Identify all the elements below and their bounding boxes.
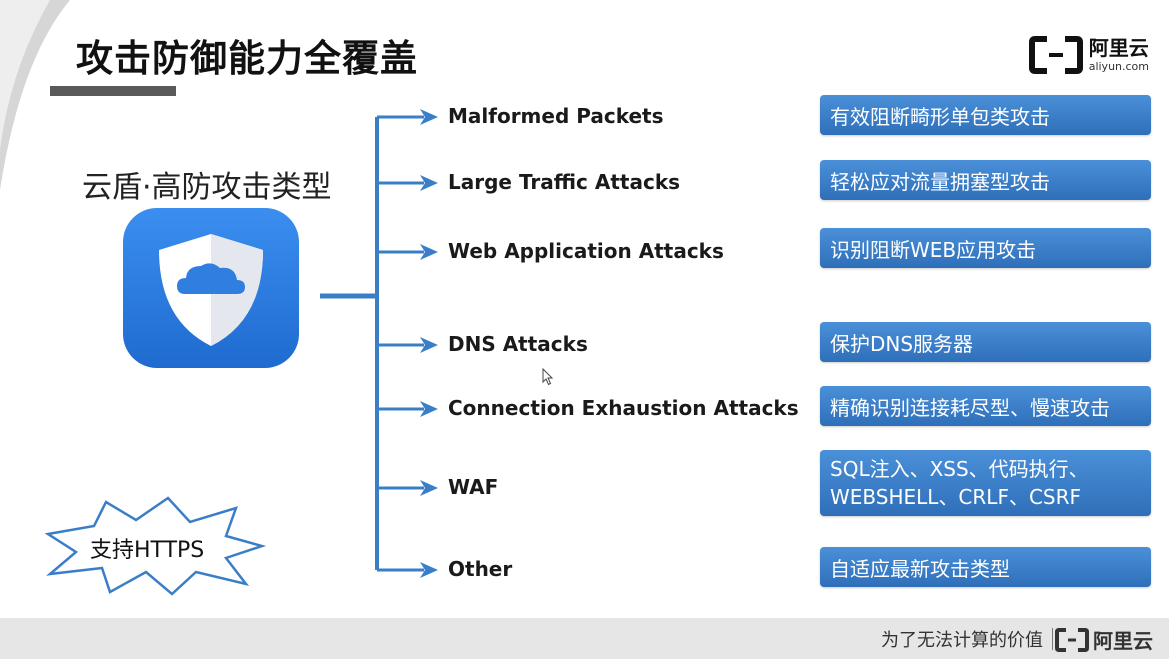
attack-type-label: Other [448,557,513,581]
defense-description-text: 精确识别连接耗尽型、慢速攻击 [830,395,1110,420]
attack-type-label: Web Application Attacks [448,239,724,263]
logo-text-cn: 阿里云 [1088,36,1149,60]
defense-description-box: 轻松应对流量拥塞型攻击 [820,160,1151,200]
attack-type-label: Malformed Packets [448,104,664,128]
aliyun-logo: 阿里云 aliyun.com [1028,36,1149,74]
logo-text-en: aliyun.com [1088,60,1149,73]
defense-description-box: 保护DNS服务器 [820,322,1151,362]
defense-description-text: 识别阻断WEB应用攻击 [830,237,1037,262]
defense-description-box: 有效阻断畸形单包类攻击 [820,95,1151,135]
attack-type-label: WAF [448,475,499,499]
cloud-shield-icon [123,208,299,368]
defense-description-box: 精确识别连接耗尽型、慢速攻击 [820,386,1151,426]
https-badge-label: 支持HTTPS [90,538,205,563]
defense-description-text: 保护DNS服务器 [830,331,974,356]
arrow-right-icon [420,175,438,191]
aliyun-logo-icon [1028,36,1083,74]
attack-type-label: Connection Exhaustion Attacks [448,396,799,420]
attack-type-label: Large Traffic Attacks [448,170,681,194]
footer-logo: 阿里云 [1055,625,1153,654]
defense-description-text: 有效阻断畸形单包类攻击 [830,104,1050,129]
arrow-right-icon [420,562,438,578]
attack-type-label: DNS Attacks [448,332,588,356]
starburst-badge [44,496,266,596]
aliyun-logo-icon [1055,627,1089,652]
title-underline [50,86,176,96]
mouse-pointer-icon [542,368,554,386]
footer-slogan: 为了无法计算的价值 [881,630,1043,651]
slide-title: 攻击防御能力全覆盖 [76,37,418,80]
corner-curve-decoration [0,0,70,190]
arrow-right-icon [420,480,438,496]
arrow-right-icon [420,337,438,353]
defense-description-text: 轻松应对流量拥塞型攻击 [830,169,1050,194]
footer-divider [1052,628,1053,650]
footer-logo-text: 阿里云 [1093,629,1153,653]
product-name: 云盾·高防攻击类型 [82,170,332,205]
arrow-right-icon [420,109,438,125]
defense-description-text: 自适应最新攻击类型 [830,556,1010,581]
defense-description-box: 识别阻断WEB应用攻击 [820,228,1151,268]
footer-bar: 为了无法计算的价值 阿里云 [0,618,1169,659]
defense-description-text: WEBSHELL、CRLF、CSRF [830,485,1082,509]
defense-description-box: SQL注入、XSS、代码执行、 WEBSHELL、CRLF、CSRF [820,450,1151,516]
defense-description-text: SQL注入、XSS、代码执行、 [830,457,1089,481]
arrow-right-icon [420,244,438,260]
arrow-right-icon [420,401,438,417]
defense-description-box: 自适应最新攻击类型 [820,547,1151,587]
